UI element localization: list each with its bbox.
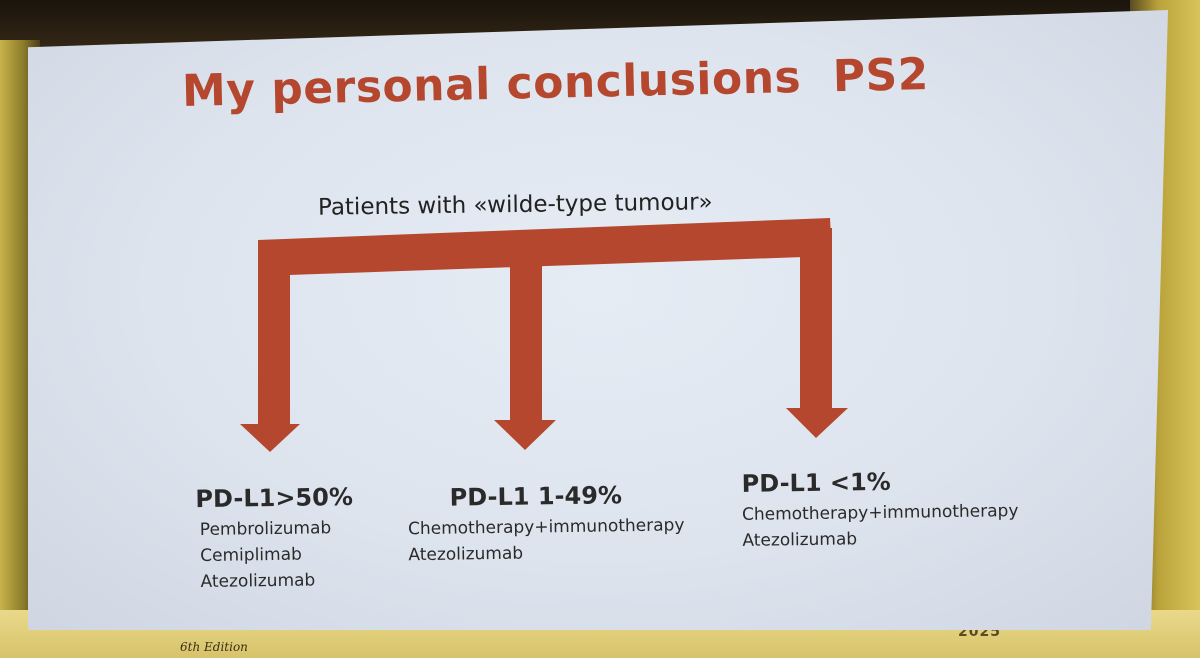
treatment-list: Chemotherapy+immunotherapy Atezolizumab	[742, 498, 1019, 554]
group-heading: PD-L1>50%	[195, 482, 354, 514]
treatment-item: Cemiplimab	[200, 544, 302, 567]
projection-screen	[28, 10, 1168, 630]
treatment-item: Chemotherapy+immunotherapy	[407, 515, 685, 540]
arrow-crossbar	[258, 218, 832, 276]
arrow-stem-right	[800, 228, 832, 408]
group-heading: PD-L1 1-49%	[449, 481, 623, 512]
treatment-item: Atezolizumab	[742, 529, 858, 551]
arrow-stem-middle	[510, 236, 542, 420]
treatment-list: Chemotherapy+immunotherapy Atezolizumab	[408, 512, 685, 568]
group-heading: PD-L1 <1%	[741, 467, 891, 498]
arrowhead-left	[240, 424, 300, 452]
group-pdl1-low: PD-L1 <1% Chemotherapy+immunotherapy Ate…	[741, 466, 1019, 554]
group-pdl1-mid: PD-L1 1-49% Chemotherapy+immunotherapy A…	[408, 480, 685, 567]
treatment-item: Pembrolizumab	[199, 518, 332, 541]
group-pdl1-high: PD-L1>50% Pembrolizumab Cemiplimab Atezo…	[195, 483, 354, 595]
arrow-stem-left	[258, 240, 290, 424]
banner-edition: 6th Edition	[180, 640, 248, 654]
treatment-list: Pembrolizumab Cemiplimab Atezolizumab	[196, 515, 355, 595]
arrowhead-right	[786, 408, 848, 438]
arrowhead-middle	[494, 420, 556, 450]
treatment-item: Atezolizumab	[408, 543, 524, 566]
treatment-item: Atezolizumab	[200, 570, 316, 593]
treatment-item: Chemotherapy+immunotherapy	[741, 501, 1019, 525]
